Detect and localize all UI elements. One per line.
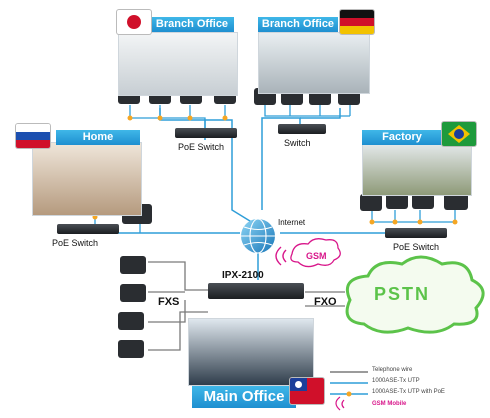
- branch-de-title: Branch Office: [261, 18, 335, 30]
- gsm-bubble-icon: [290, 238, 341, 268]
- gateway-label: IPX-2100: [222, 270, 264, 281]
- legend-utp: 1000ASE-Tx UTP: [372, 378, 420, 384]
- branch-de-header: Branch Office: [258, 17, 338, 32]
- poe-links-branch-jp: [129, 105, 226, 130]
- factory-switch-label: PoE Switch: [393, 242, 440, 252]
- factory-photo: [362, 142, 472, 196]
- pstn-cloud-icon: [345, 255, 485, 334]
- factory-header: Factory: [362, 130, 442, 145]
- legend-utp-poe: 1000ASE-Tx UTP with PoE: [372, 389, 445, 395]
- home-header: Home: [56, 130, 140, 145]
- fxo-label: FXO: [314, 296, 337, 308]
- branch-jp-title: Branch Office: [155, 18, 229, 30]
- germany-flag-icon: [340, 10, 374, 34]
- utp-links: [95, 108, 405, 280]
- pstn-label: PSTN: [374, 284, 431, 304]
- internet-globe-icon: [241, 218, 275, 254]
- branch-office-photo-de: [258, 32, 370, 94]
- gsm-waves: [275, 246, 287, 266]
- brazil-flag-icon: [442, 122, 476, 146]
- home-switch-label: PoE Switch: [52, 238, 99, 248]
- telephone-wires: [148, 261, 345, 351]
- taiwan-flag-icon: [290, 378, 324, 404]
- home-title: Home: [82, 131, 114, 143]
- branch-office-photo-jp: [118, 32, 238, 96]
- links-branch-de: [264, 105, 351, 117]
- legend-lines: [330, 371, 368, 411]
- internet-label: Internet: [278, 218, 306, 227]
- main-office-title: Main Office: [203, 388, 285, 405]
- home-photo: [32, 142, 142, 216]
- russia-flag-icon: [16, 124, 50, 148]
- factory-title: Factory: [382, 131, 422, 143]
- legend-gsm-mobile: GSM Mobile: [372, 401, 407, 407]
- switch-shapes: [57, 124, 447, 299]
- main-office-photo: [188, 318, 314, 386]
- links-factory: [371, 210, 456, 223]
- gsm-label: GSM: [306, 251, 327, 261]
- branch-de-switch-label: Switch: [284, 138, 311, 148]
- branch-jp-switch-label: PoE Switch: [178, 142, 225, 152]
- poe-dots-branch-jp: [127, 115, 228, 121]
- japan-flag-icon: [117, 10, 151, 34]
- main-office-header: Main Office: [192, 386, 296, 408]
- legend-telephone-wire: Telephone wire: [372, 367, 413, 373]
- branch-jp-header: Branch Office: [150, 17, 234, 32]
- fxs-label: FXS: [158, 296, 180, 308]
